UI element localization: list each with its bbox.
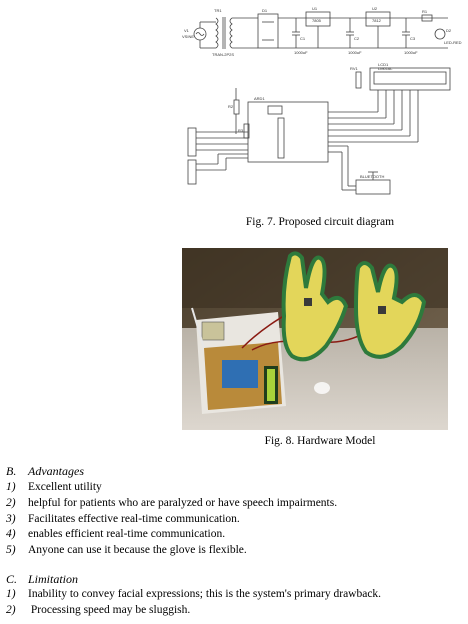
item-number: 2) xyxy=(6,603,16,616)
item-text: Excellent utility xyxy=(28,481,102,493)
advantages-list: 1) Excellent utility 2) helpful for patien… xyxy=(6,480,337,559)
figure-7-caption: Fig. 7. Proposed circuit diagram xyxy=(245,216,395,228)
list-item: 2) helpful for patients who are paralyzed… xyxy=(6,496,337,512)
item-number: 4) xyxy=(6,528,16,541)
label-lcd1: LCD1 xyxy=(378,62,389,67)
label-tr1: TR1 xyxy=(214,8,222,13)
label-c3: C3 xyxy=(410,36,416,41)
hardware-model-photo xyxy=(182,248,448,430)
label-c2-val: 1000uF xyxy=(348,50,362,55)
label-v1: V1 xyxy=(184,28,190,33)
item-text: Facilitates effective real-time communic… xyxy=(28,512,240,525)
limitation-letter: C. xyxy=(6,572,18,586)
label-r1: R1 xyxy=(422,9,428,14)
limitation-heading: C. Limitation xyxy=(6,572,78,587)
label-u1-part: 7805 xyxy=(312,18,322,23)
label-u2-part: 7812 xyxy=(372,18,382,23)
item-number: 5) xyxy=(6,544,16,557)
list-item: 3) Facilitates effective real-time commun… xyxy=(6,512,337,528)
label-r3: R3 xyxy=(238,128,244,133)
label-lcd1-sub: LM016L xyxy=(378,66,393,71)
list-item: 4) enables efficient real-time communicat… xyxy=(6,527,337,543)
item-number: 1) xyxy=(6,588,16,600)
label-u2: U2 xyxy=(372,6,378,11)
label-ard1: ARD1 xyxy=(254,96,265,101)
item-number: 3) xyxy=(6,512,16,525)
advantages-letter: B. xyxy=(6,464,17,478)
label-d1: D1 xyxy=(262,8,268,13)
label-bluetooth: BLUETOOTH xyxy=(360,174,384,179)
item-text: Processing speed may be sluggish. xyxy=(28,603,191,616)
label-c1-val: 1000uF xyxy=(294,50,308,55)
label-c2: C2 xyxy=(354,36,360,41)
label-u1: U1 xyxy=(312,6,318,11)
label-d2: D2 xyxy=(446,28,452,33)
label-d2-sub: LED-RED xyxy=(444,40,462,45)
list-item: 1) Excellent utility xyxy=(6,480,337,496)
label-tr1-sub: TRAN-2P2S xyxy=(212,52,234,57)
item-text: helpful for patients who are paralyzed o… xyxy=(28,496,338,509)
item-number: 2) xyxy=(6,496,16,509)
label-rv1: RV1 xyxy=(350,66,358,71)
advantages-title: Advantages xyxy=(28,464,84,478)
label-v1-sub: VSINE xyxy=(182,34,194,39)
item-text: enables efficient real-time communicatio… xyxy=(28,528,226,541)
circuit-diagram: TR1 TRAN-2P2S V1 VSINE U1 7805 U2 7812 C… xyxy=(182,6,462,195)
list-item: 2) Processing speed may be sluggish. xyxy=(6,603,381,619)
item-number: 1) xyxy=(6,481,16,493)
label-c3-val: 1000uF xyxy=(404,50,418,55)
list-item: 5) Anyone can use it because the glove is… xyxy=(6,543,337,559)
label-c1: C1 xyxy=(300,36,306,41)
list-item: 1) Inability to convey facial expressions… xyxy=(6,587,381,603)
limitation-title: Limitation xyxy=(28,572,79,586)
item-text: Inability to convey facial expressions; … xyxy=(28,588,382,600)
limitation-list: 1) Inability to convey facial expressions… xyxy=(6,587,381,619)
figure-8-caption: Fig. 8. Hardware Model xyxy=(264,435,376,447)
label-r2: R2 xyxy=(228,104,234,109)
advantages-heading: B. Advantages xyxy=(6,464,84,479)
item-text: Anyone can use it because the glove is f… xyxy=(28,544,247,557)
